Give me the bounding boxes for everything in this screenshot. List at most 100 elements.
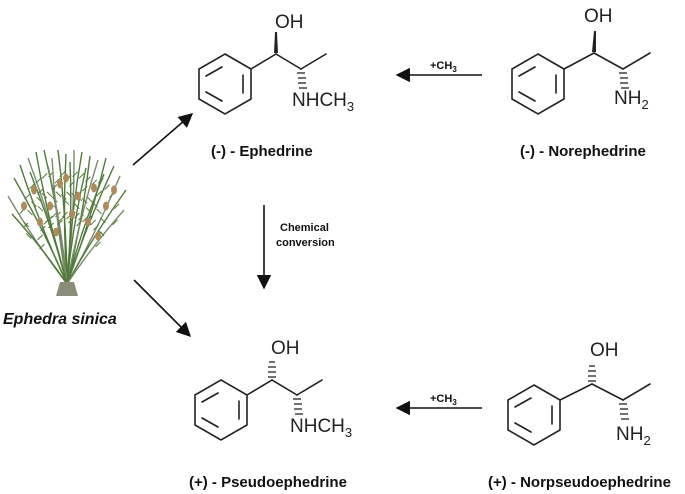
plant-needle	[113, 203, 120, 210]
plant-cone	[47, 201, 53, 211]
plant-needle	[59, 215, 65, 222]
plant-needle	[99, 217, 106, 224]
plant-needle	[22, 222, 29, 229]
hash-bond	[619, 72, 629, 89]
plant-needle	[86, 196, 93, 203]
hash-bond-hydroxyl	[268, 361, 276, 378]
plant-stem	[47, 165, 68, 285]
plant-base	[56, 282, 78, 296]
plant-needle	[63, 199, 70, 206]
plant-needle	[73, 203, 80, 209]
amine-label: NH2	[614, 88, 649, 112]
plant-stem	[66, 173, 105, 285]
hydroxyl-label: OH	[590, 340, 619, 361]
plant-stem	[11, 213, 68, 285]
plant-needle	[51, 184, 58, 190]
plant-needle	[27, 209, 33, 216]
plant-needle	[37, 205, 44, 212]
pseudoephedrine-name: (+) - Pseudoephedrine	[189, 474, 347, 491]
hash-bond-hydroxyl	[588, 365, 596, 382]
plant-needle	[59, 171, 66, 178]
wedge-bond	[592, 31, 596, 52]
plant-needle	[41, 173, 48, 179]
hydroxyl-label: OH	[271, 338, 300, 359]
plant-needle	[37, 189, 43, 195]
plant-needle	[60, 194, 67, 200]
plant-needle	[39, 243, 45, 250]
plant-needle	[35, 177, 42, 184]
plant-cone	[57, 179, 63, 189]
wedge-bond	[274, 32, 278, 53]
plant-needle	[96, 190, 102, 197]
norephedrine-name: (-) - Norephedrine	[520, 143, 646, 160]
plant-to-ephedrine-arrow	[132, 113, 194, 166]
plant-needle	[51, 212, 57, 219]
plant-needle	[41, 192, 48, 199]
conversion-label-line1: Chemical	[280, 222, 329, 234]
molecule-pseudoephedrine: OH NHCH3	[194, 338, 352, 441]
plant-cone	[21, 201, 27, 211]
plant-needle	[68, 217, 74, 224]
hash-bond	[297, 72, 307, 89]
ephedra-plant-illustration	[7, 149, 127, 296]
plant-cone	[37, 217, 43, 227]
plant-to-pseudoephedrine-arrow	[133, 279, 192, 338]
methylation-label-bottom: +CH3	[430, 393, 457, 407]
plant-cone	[111, 185, 117, 195]
conversion-label-line2: conversion	[276, 237, 335, 249]
molecule-ephedrine: OH NHCH3	[198, 12, 354, 115]
plant-needle	[48, 222, 54, 229]
hash-bond-amine	[619, 403, 629, 420]
plant-needle	[57, 219, 63, 226]
plant-needle	[81, 198, 88, 204]
plant-cone	[53, 227, 59, 237]
plant-cone	[63, 173, 69, 183]
plant-needle	[95, 241, 101, 248]
plant-needle	[29, 183, 35, 190]
plant-needle	[85, 207, 92, 213]
plant-stem	[66, 209, 125, 285]
plant-needle	[91, 179, 98, 186]
plant-needle	[55, 191, 62, 198]
plant-needle	[46, 191, 53, 198]
plant-needle	[31, 201, 37, 208]
plant-needle	[25, 233, 32, 239]
molecule-norephedrine: OH NH2	[511, 6, 651, 115]
plant-needle	[24, 193, 30, 200]
amine-label: NHCH3	[290, 416, 352, 440]
plant-needle	[69, 181, 75, 187]
plant-cone	[69, 209, 75, 219]
plant-needle	[72, 171, 78, 178]
plant-needle	[104, 184, 110, 190]
plant-needle	[90, 219, 96, 226]
plant-needle	[112, 219, 118, 226]
plant-cone	[95, 231, 101, 241]
methylation-label-top: +CH3	[430, 60, 457, 74]
amine-label: NHCH3	[292, 90, 354, 114]
amine-label: NH2	[616, 424, 651, 448]
plant-stem	[51, 157, 68, 285]
plant-needle	[85, 176, 91, 182]
plant-stem	[66, 189, 127, 285]
plant-needle	[78, 173, 85, 179]
plant-label: Ephedra sinica	[3, 311, 117, 328]
plant-cone	[85, 217, 91, 227]
plant-needle	[98, 230, 105, 237]
ephedrine-name: (-) - Ephedrine	[211, 143, 313, 160]
plant-needle	[76, 220, 82, 227]
hydroxyl-label: OH	[275, 12, 304, 33]
plant-stem	[29, 171, 68, 285]
plant-stem	[66, 161, 72, 285]
hydroxyl-label: OH	[584, 6, 613, 27]
plant-cone	[75, 191, 81, 201]
plant-cone	[31, 185, 37, 195]
norpseudoephedrine-name: (+) - Norpseudoephedrine	[488, 474, 671, 491]
plant-cone	[103, 201, 109, 211]
plant-needle	[93, 224, 99, 231]
plant-needle	[37, 234, 43, 241]
plant-cone	[91, 183, 97, 193]
hash-bond-amine	[293, 398, 303, 415]
plant-needle	[81, 185, 88, 192]
plant-needle	[96, 208, 102, 215]
